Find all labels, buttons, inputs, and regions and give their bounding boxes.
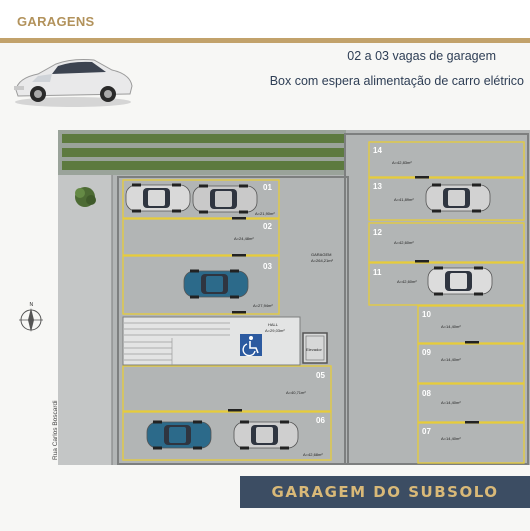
slot-09 (417, 343, 525, 384)
parking-spaces-text: 02 a 03 vagas de garagem (347, 49, 496, 63)
header-band (0, 0, 530, 38)
slot-14-number: 14 (373, 146, 382, 155)
slot-02-number: 02 (263, 222, 272, 231)
slot-05-area: A=40,71m² (286, 390, 306, 395)
slot-03-number: 03 (263, 262, 272, 271)
street-name: Rua Carlos Boscardi (52, 400, 59, 460)
hall-area (122, 316, 301, 366)
header-divider (0, 38, 530, 43)
slot-08-number: 08 (422, 389, 431, 398)
floor-plan-drawing: 01 A=21,90m² 02 A=24,48m² 03 A=27,94m² 0… (19, 130, 530, 465)
wheelchair-icon (240, 334, 262, 357)
slot-14 (368, 141, 525, 178)
hall-area-value: A=29,03m² (265, 328, 285, 333)
elevator-label: Elevador (306, 347, 322, 352)
floor-plan: 01 A=21,90m² 02 A=24,48m² 03 A=27,94m² 0… (0, 120, 530, 470)
car-slot-03-icon (183, 269, 249, 299)
compass-icon: N (19, 302, 43, 332)
slot-12-area: A=42,60m² (394, 240, 414, 245)
slot-10-area: A=14,40m² (441, 324, 461, 329)
garage-label: GARAGEM (311, 252, 331, 257)
car-slot-01a-icon (125, 183, 191, 213)
slot-11-number: 11 (373, 268, 382, 277)
slot-10-number: 10 (422, 310, 431, 319)
car-illustration-icon (14, 59, 133, 107)
slot-09-area: A=14,40m² (441, 357, 461, 362)
slot-03 (122, 255, 280, 315)
slot-13-area: A=41,89m² (394, 197, 414, 202)
ev-charging-text: Box com espera alimentação de carro elét… (269, 74, 524, 88)
slot-06-area: A=42,68m² (303, 452, 323, 457)
slot-11-area: A=42,60m² (397, 279, 417, 284)
footer-banner-text: GARAGEM DO SUBSOLO (271, 483, 499, 501)
elevator (302, 332, 328, 364)
slot-07-area: A=14,40m² (441, 436, 461, 441)
car-slot-11-icon (427, 266, 493, 296)
slot-03-area: A=27,94m² (253, 303, 273, 308)
car-slot-13-icon (425, 183, 491, 213)
page-title: GARAGENS (17, 14, 95, 29)
slot-12-number: 12 (373, 228, 382, 237)
svg-text:N: N (30, 302, 34, 308)
slot-11 (368, 262, 525, 306)
access-ramp-strip (58, 175, 112, 465)
slot-01-area: A=21,90m² (255, 211, 275, 216)
footer-banner: GARAGEM DO SUBSOLO (240, 476, 530, 508)
slot-06-number: 06 (316, 416, 325, 425)
slot-13 (368, 177, 525, 221)
slot-01-number: 01 (263, 183, 272, 192)
slot-09-number: 09 (422, 348, 431, 357)
car-slot-06b-icon (233, 420, 299, 450)
slot-05 (122, 365, 332, 412)
slot-07-number: 07 (422, 427, 431, 436)
slot-06 (122, 411, 332, 461)
slot-14-area: A=42,83m² (392, 160, 412, 165)
slot-12 (368, 222, 525, 263)
slot-02 (122, 218, 280, 256)
garage-area: A=264,21m² (311, 258, 334, 263)
slot-08-area: A=14,40m² (441, 400, 461, 405)
slot-01 (122, 179, 280, 219)
slot-02-area: A=24,48m² (234, 236, 254, 241)
slot-13-number: 13 (373, 182, 382, 191)
slot-05-number: 05 (316, 371, 325, 380)
car-slot-01b-icon (192, 184, 258, 214)
hall-label: HALL (268, 322, 279, 327)
car-slot-06a-icon (146, 420, 212, 450)
